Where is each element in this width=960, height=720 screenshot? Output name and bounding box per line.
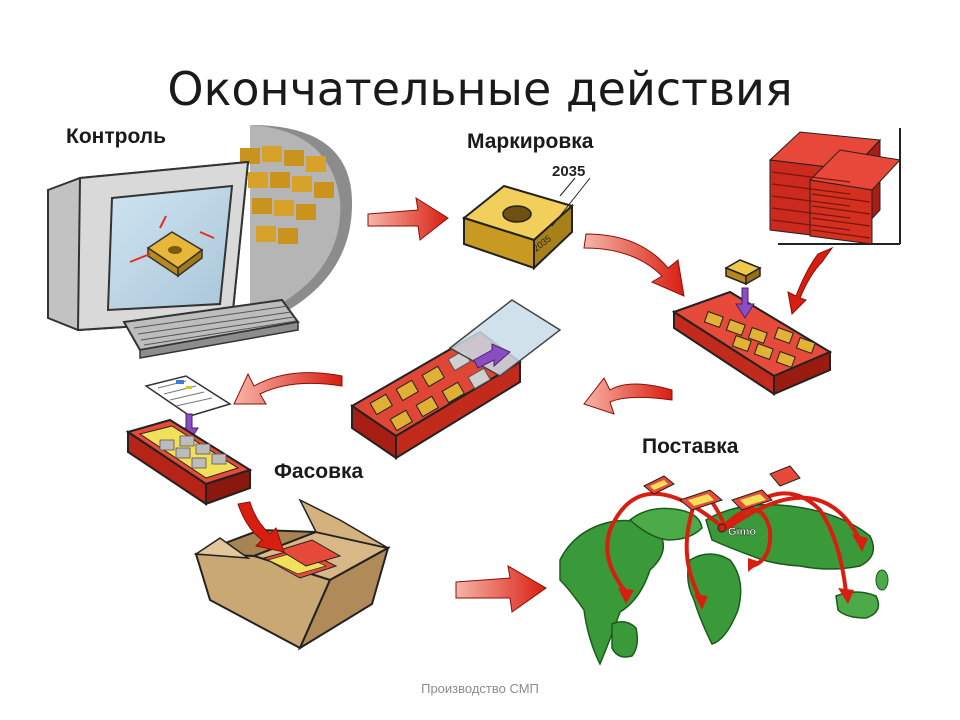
world-map-illustration: Gimo <box>559 465 889 666</box>
arrow-tray-to-lidded-tray <box>583 377 673 415</box>
footer-caption: Производство СМП <box>421 681 539 696</box>
map-location-label: Gimo <box>728 526 756 538</box>
arrow-control-to-marking <box>367 196 449 241</box>
packed-trays-in-box <box>262 539 342 579</box>
arrow-box-to-delivery <box>455 565 547 613</box>
stage-label-marking: Маркировка <box>467 130 594 153</box>
flow-arrows <box>233 196 834 613</box>
stage-label-control: Контроль <box>66 125 166 148</box>
arrow-tray-to-box <box>237 501 285 553</box>
stage-label-delivery: Поставка <box>642 435 739 458</box>
control-computer-illustration <box>47 125 353 359</box>
open-tray-illustration <box>671 259 833 396</box>
packing-illustration <box>125 375 391 651</box>
box-stack-illustration <box>768 128 902 245</box>
page-title: Окончательные действия <box>167 62 793 116</box>
marking-code-label: 2035 <box>552 163 585 180</box>
inserts-on-tray <box>240 146 334 244</box>
marking-insert-illustration: 2035 2035 <box>461 163 591 271</box>
arrow-lidded-tray-to-packing <box>233 372 343 405</box>
arrow-boxes-to-tray <box>787 246 834 316</box>
stage-label-packing: Фасовка <box>274 460 364 483</box>
arrow-marking-to-tray <box>583 233 685 297</box>
lidded-tray-illustration <box>350 299 562 460</box>
